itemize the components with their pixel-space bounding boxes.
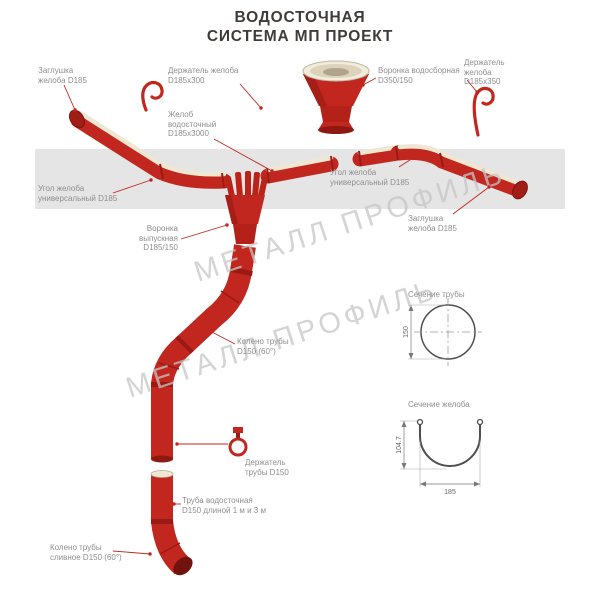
gutter-width-dim: 185 — [444, 489, 456, 496]
pipe-socket — [150, 470, 174, 478]
label-gutter-corner-left: Угол желоба универсальный D185 — [38, 184, 118, 203]
downpipe-assembly — [150, 244, 256, 576]
gutter-assembly — [68, 109, 528, 200]
gutter-hook-350-icon — [472, 86, 495, 137]
gutter-hook-300-icon — [141, 80, 164, 112]
gutter-end-cap-left — [68, 109, 86, 129]
label-gutter-end-cap-right: Заглушка желоба D185 — [408, 214, 457, 233]
gutter-section-diagram: 185 104.7 — [396, 418, 484, 496]
collector-funnel — [302, 60, 370, 134]
pipe-section-diagram: 150 — [403, 298, 482, 366]
label-drain-elbow: Колено трубы сливное D150 (60°) — [50, 543, 122, 562]
gutter-height-dim: 104.7 — [396, 436, 403, 454]
label-pipe-section-title: Сечение трубы — [408, 290, 465, 299]
label-outlet-funnel: Воронка выпускная D185/150 — [139, 224, 178, 252]
leader-lines — [63, 77, 491, 556]
label-gutter-corner-right: Угол желоба универсальный D185 — [330, 168, 410, 187]
page-title-line2: СИСТЕМА МП ПРОЕКТ — [206, 28, 394, 45]
outlet-funnel — [225, 171, 268, 244]
label-collector-funnel: Воронка водосборная D350/150 — [378, 66, 460, 85]
label-pipe-holder: Держатель трубы D150 — [245, 458, 289, 477]
pipe-end-ring — [151, 455, 173, 463]
label-downpipe: Труба водосточная D150 длиной 1 м и 3 м — [182, 496, 266, 515]
label-gutter: Желоб водосточный D185х3000 — [168, 110, 217, 138]
label-gutter-end-cap-left: Заглушка желоба D185 — [38, 66, 87, 85]
label-pipe-elbow: Колено трубы D150 (60°) — [237, 337, 289, 356]
gutter-end-cap-right — [512, 180, 528, 200]
page-title-line1: ВОДОСТОЧНАЯ — [234, 9, 366, 26]
label-gutter-holder-300: Держатель желоба D185х300 — [168, 66, 239, 85]
pipe-holder-icon — [228, 427, 248, 457]
drain-opening — [173, 556, 193, 576]
pipe-diameter-dim: 150 — [403, 326, 410, 338]
label-gutter-section-title: Сечение желоба — [408, 400, 470, 409]
downpipe-upper — [151, 244, 256, 459]
page-title: ВОДОСТОЧНАЯ СИСТЕМА МП ПРОЕКТ — [0, 8, 600, 46]
label-gutter-holder-350: Держатель желоба D185х350 — [464, 58, 505, 86]
